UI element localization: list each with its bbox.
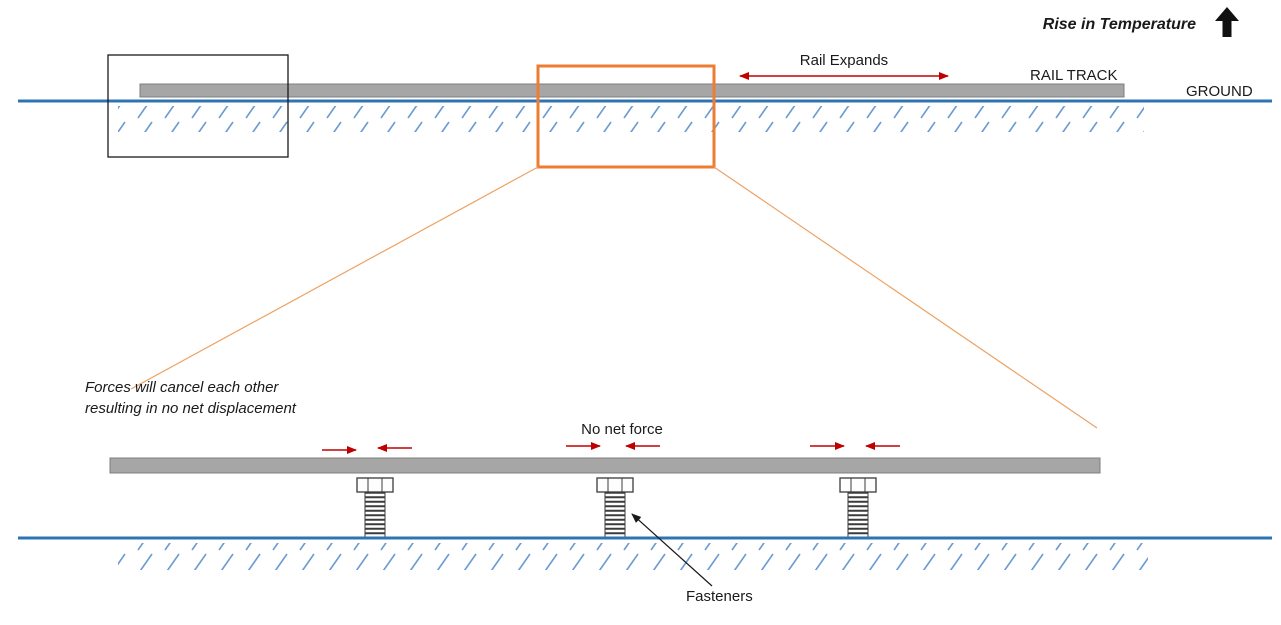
zoom-line-left	[130, 166, 539, 390]
black-callout-box	[107, 54, 289, 158]
ground-label: GROUND	[1186, 83, 1253, 100]
forces-note-line1: Forces will cancel each other	[85, 379, 279, 396]
zoom-line-right	[713, 166, 1098, 429]
orange-zoom-box	[536, 64, 716, 169]
force-arrow-pair-left	[322, 444, 412, 454]
temperature-up-arrow-icon	[1215, 7, 1239, 37]
rail-expands-label: Rail Expands	[800, 52, 888, 69]
fastener-bolt-center	[596, 477, 634, 539]
fasteners-label: Fasteners	[686, 588, 753, 605]
rail-track-bar-top	[139, 83, 1125, 98]
ground-hatching-top	[118, 106, 1144, 132]
rise-in-temperature-label: Rise in Temperature	[1043, 16, 1196, 33]
fasteners-pointer-arrow	[631, 513, 713, 587]
no-net-force-label: No net force	[581, 421, 663, 438]
fastener-bolt-left	[356, 477, 394, 539]
forces-note-line2: resulting in no net displacement	[85, 400, 297, 417]
rail-track-bar-detail	[109, 457, 1101, 474]
fastener-bolt-right	[839, 477, 877, 539]
ground-hatching-detail	[118, 543, 1148, 570]
rail-track-label: RAIL TRACK	[1030, 67, 1118, 84]
